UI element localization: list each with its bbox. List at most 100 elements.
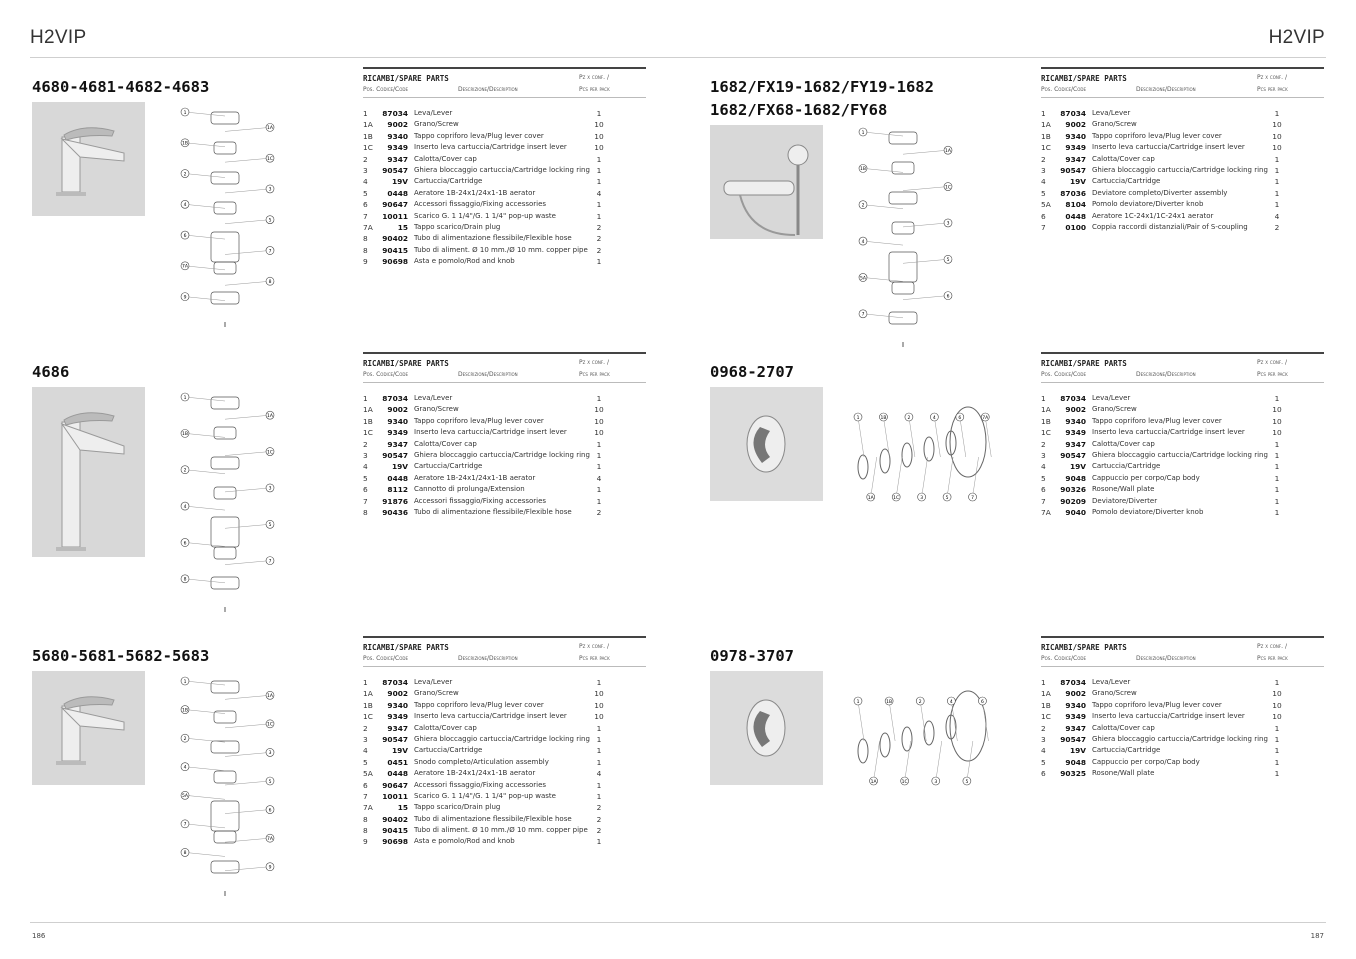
callout-circle (180, 733, 190, 743)
part-code: 90547 (382, 734, 408, 744)
part-description: Cartuccia/Cartridge (1092, 462, 1161, 471)
description-header: Descrizione/Description (458, 371, 518, 378)
part-shape (210, 740, 240, 754)
part-shape (213, 261, 237, 275)
table-row: 1A 9002 Grano/Screw 10 (363, 688, 646, 699)
qty-header-1: Pz x conf. / (579, 359, 609, 366)
part-quantity: 1 (596, 109, 602, 118)
part-description: Deviatore/Diverter (1092, 496, 1158, 505)
part-position: 5 (1041, 188, 1046, 198)
table-row: 7A 15 Tappo scarico/Drain plug 2 (363, 802, 646, 813)
part-description: Grano/Screw (414, 689, 459, 698)
spare-parts-table: RICAMBI/SPARE PARTS Pz x conf. / Pos. Co… (1041, 636, 1324, 778)
part-position: 1A (363, 405, 373, 415)
part-quantity: 1 (1274, 462, 1280, 472)
part-position: 7A (363, 803, 373, 813)
callout-circle (180, 392, 190, 402)
table-row: 6 0448 Aeratore 1C-24x1/1C-24x1 aerator … (1041, 211, 1324, 222)
part-shape (857, 454, 869, 480)
part-quantity: 2 (596, 826, 602, 836)
part-description: Cannotto di prolunga/Extension (414, 485, 525, 494)
part-quantity: 1 (1274, 154, 1280, 164)
callout-label: 5 (269, 779, 272, 785)
part-position: 1C (1041, 712, 1051, 722)
table-row: 7A 9040 Pomolo deviatore/Diverter knob 1 (1041, 507, 1324, 518)
part-quantity: 1 (1274, 165, 1280, 175)
part-shape (210, 576, 240, 590)
part-description: Inserto leva cartuccia/Cartridge insert … (414, 143, 567, 152)
part-quantity: 1 (596, 165, 602, 175)
callout-circle (265, 184, 275, 194)
callout-label: 1B (880, 415, 886, 421)
part-description: Calotta/Cover cap (414, 439, 477, 448)
table-row: 1C 9349 Inserto leva cartuccia/Cartridge… (363, 142, 646, 153)
table-row: 2 9347 Calotta/Cover cap 1 (1041, 439, 1324, 450)
part-shape (213, 141, 237, 155)
part-quantity: 1 (1274, 200, 1280, 210)
callout-label: 7A (267, 836, 274, 842)
part-description: Cartuccia/Cartridge (414, 177, 483, 186)
part-quantity: 10 (1272, 143, 1282, 153)
part-position: 4 (363, 462, 368, 472)
part-description: Tubo di alimentazione flessibile/Flexibl… (414, 814, 572, 823)
callout-circle (858, 200, 868, 210)
part-position: 7 (1041, 496, 1046, 506)
callout-circle (265, 719, 275, 729)
part-shape (879, 732, 891, 758)
callout-label: 1C (893, 495, 899, 501)
table-row: 5 0448 Aeratore 1B-24x1/24x1-1B aerator … (363, 188, 646, 199)
callout-circle (943, 145, 953, 155)
part-description: Tubo di aliment. Ø 10 mm./Ø 10 mm. coppe… (414, 826, 588, 835)
part-description: Leva/Lever (414, 678, 453, 686)
table-row: 3 90547 Ghiera bloccaggio cartuccia/Cart… (363, 450, 646, 461)
callout-label: 5 (269, 522, 272, 528)
callout-circle (180, 429, 190, 438)
product-code: 5680-5681-5682-5683 (32, 647, 210, 665)
part-quantity: 10 (594, 428, 604, 438)
part-shape (210, 111, 240, 125)
part-code: 10011 (382, 211, 408, 221)
part-description: Coppia raccordi distanziali/Pair of S-co… (1092, 222, 1248, 231)
part-code: 15 (397, 803, 408, 813)
table-title: RICAMBI/SPARE PARTS (1041, 359, 1127, 368)
callout-label: 1C (267, 156, 273, 162)
part-quantity: 4 (1274, 211, 1280, 221)
callout-label: 3 (269, 486, 272, 492)
table-row: 1 87034 Leva/Lever 1 (1041, 108, 1324, 119)
part-quantity: 10 (1272, 689, 1282, 699)
part-code: 90415 (382, 826, 408, 836)
part-description: Accessori fissaggio/Fixing accessories (414, 200, 547, 209)
part-position: 1B (1041, 416, 1051, 426)
callout-label: 5A (860, 275, 867, 281)
part-description: Calotta/Cover cap (1092, 154, 1155, 163)
callout-circle (931, 776, 941, 786)
table-divider (363, 382, 646, 383)
callout-circle (858, 236, 868, 246)
callout-circle (265, 862, 275, 872)
callout-circle (265, 748, 275, 757)
part-description: Rosone/Wall plate (1092, 769, 1155, 778)
part-shape (210, 680, 240, 694)
part-code: 9349 (387, 712, 408, 722)
product-title: 5680-5681-5682-5683 (32, 645, 209, 668)
part-code: 9347 (387, 439, 408, 449)
part-position: 1C (1041, 428, 1051, 438)
table-row: 1B 9340 Tappo copriforo leva/Plug lever … (363, 131, 646, 142)
part-description: Tappo copriforo leva/Plug lever cover (1092, 131, 1222, 140)
page-number-left: 186 (32, 932, 46, 940)
part-quantity: 10 (1272, 712, 1282, 722)
callout-label: 6 (958, 415, 961, 421)
callout-circle (265, 123, 275, 132)
callout-circle (265, 805, 275, 814)
table-row: 5A 8104 Pomolo deviatore/Diverter knob 1 (1041, 199, 1324, 210)
part-shape (891, 221, 915, 235)
part-quantity: 1 (596, 211, 602, 221)
part-quantity: 10 (594, 405, 604, 415)
callout-circle (980, 412, 990, 422)
part-position: 6 (1041, 769, 1046, 779)
callout-circle (265, 833, 275, 843)
part-description: Tappo scarico/Drain plug (414, 803, 501, 812)
description-header: Descrizione/Description (1136, 86, 1196, 93)
